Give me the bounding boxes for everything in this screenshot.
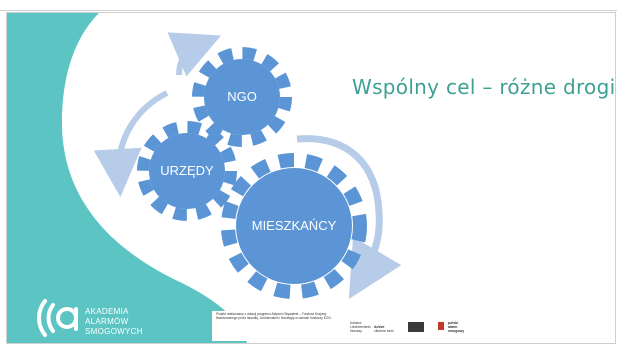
logo-text-line3: SMOGOWYCH <box>85 327 143 336</box>
gear-label-mieszkancy: MIESZKAŃCY <box>251 218 337 233</box>
cycle-arrow-left <box>93 90 169 197</box>
partner-eea-line3: Norway <box>350 329 362 333</box>
partner-active-line1: Active <box>374 325 385 329</box>
partner-psa-line2: alarm <box>448 325 458 329</box>
partner-active-line2: citizens fund <box>374 329 394 333</box>
gear-label-urzedy: URZĘDY <box>160 163 214 178</box>
presentation-slide: Wspólny cel – różne drogi NGO URZĘDY MIE… <box>6 12 616 344</box>
logo-text-line1: AKADEMIA <box>85 307 129 316</box>
partner-psa-line3: smogowy <box>448 329 465 333</box>
gear-ngo <box>192 47 292 147</box>
partner-logo-3 <box>408 322 424 332</box>
gear-label-ngo: NGO <box>227 89 257 104</box>
teal-side-band <box>7 13 247 343</box>
slide-graphics <box>7 13 402 343</box>
akademia-logo-mark <box>37 299 78 337</box>
logo-text-line2: ALARMÓW <box>85 317 129 326</box>
funding-footer: Projekt realizowany z dotacji programu A… <box>212 311 474 341</box>
partner-eea-line2: Liechtenstein <box>350 325 371 329</box>
partner-psa-line1: polski <box>448 321 459 325</box>
cycle-arrow-right <box>296 135 402 300</box>
funding-text: Projekt realizowany z dotacji programu A… <box>216 312 332 321</box>
slide-title: Wspólny cel – różne drogi <box>352 75 616 99</box>
gear-urzedy <box>137 121 237 221</box>
gear-mieszkancy <box>221 153 367 299</box>
partner-eea-line1: Iceland <box>350 321 362 325</box>
cycle-arrow-top <box>167 32 222 77</box>
window-top-border <box>0 0 617 11</box>
partner-logo-4-mark <box>438 322 444 330</box>
